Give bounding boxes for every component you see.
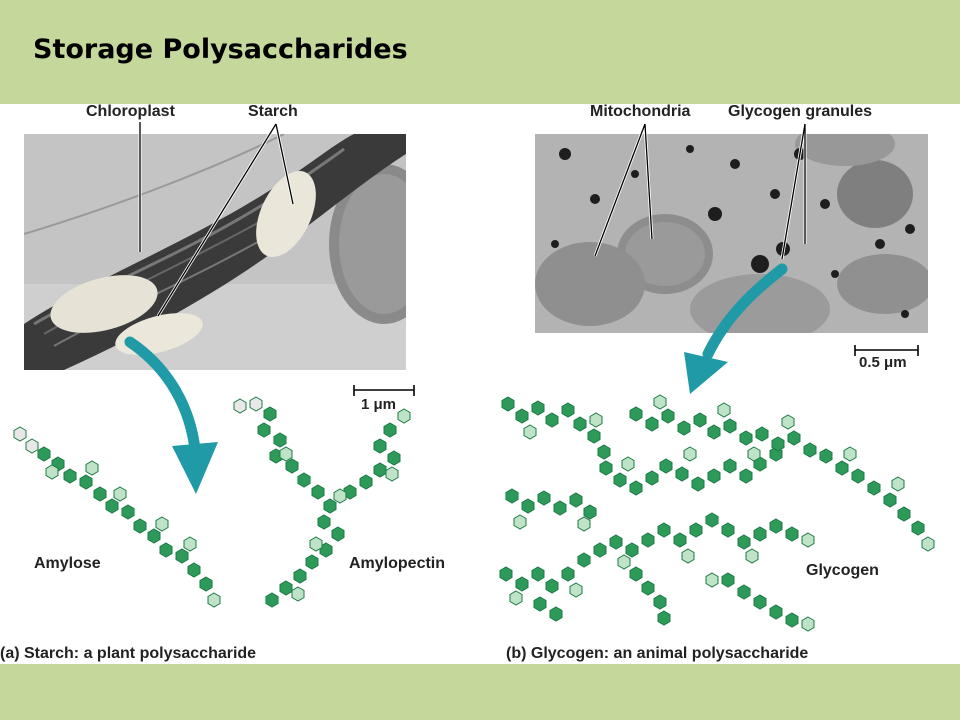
glycogen-granules-label: Glycogen granules [728, 103, 873, 120]
caption-b: (b) Glycogen: an animal polysaccharide [506, 645, 809, 662]
glycogen-label: Glycogen [806, 562, 879, 579]
header-band [0, 0, 960, 104]
slide-title: Storage Polysaccharides [33, 34, 408, 65]
caption-a: (a) Starch: a plant polysaccharide [0, 645, 257, 662]
chloroplast-micrograph [24, 134, 406, 370]
polysaccharide-illustration [0, 104, 960, 664]
amylopectin-label: Amylopectin [349, 555, 446, 572]
chloroplast-label: Chloroplast [86, 103, 175, 120]
starch-label: Starch [248, 103, 298, 120]
scale-bar-b-label: 0.5 μm [859, 354, 907, 371]
liver-cell-micrograph [535, 134, 928, 333]
scale-bar-a-label: 1 μm [361, 396, 397, 413]
footer-band [0, 664, 960, 720]
amylose-label: Amylose [34, 555, 101, 572]
mitochondria-label: Mitochondria [590, 103, 691, 120]
